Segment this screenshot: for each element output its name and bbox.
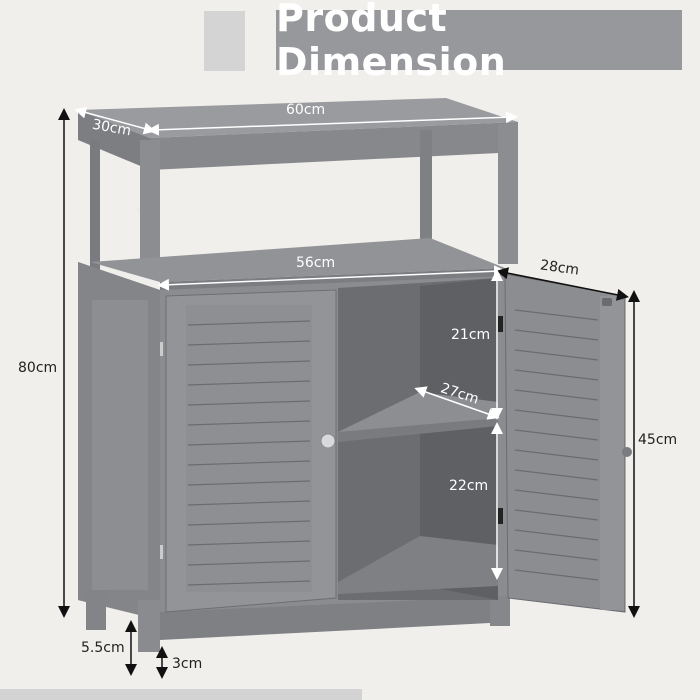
label-leg-height: 5.5cm xyxy=(81,640,125,656)
label-overall-height: 80cm xyxy=(18,360,58,376)
label-ground-clearance: 3cm xyxy=(172,656,203,672)
left-door-louvers xyxy=(187,320,311,586)
label-upper-compartment-height: 21cm xyxy=(451,327,491,343)
label-door-height: 45cm xyxy=(638,432,678,448)
label-shelf-width: 56cm xyxy=(296,255,336,271)
right-door-louvers xyxy=(514,309,599,581)
bottom-accent-strip xyxy=(0,689,362,700)
page-title: Product Dimension xyxy=(276,0,507,84)
title-banner: Product Dimension xyxy=(276,0,682,84)
title-accent-swatch xyxy=(204,11,245,71)
label-top-width: 60cm xyxy=(286,102,326,118)
door-knob xyxy=(320,433,336,449)
label-lower-compartment-height: 22cm xyxy=(449,478,489,494)
